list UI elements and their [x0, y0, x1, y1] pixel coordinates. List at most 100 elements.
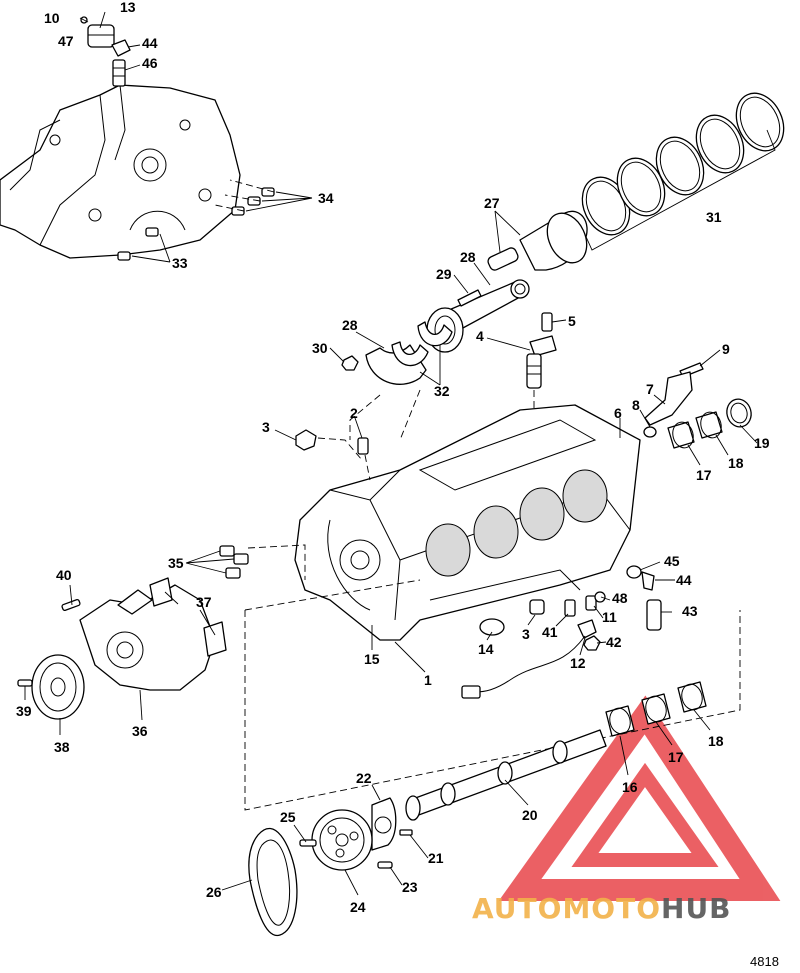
- callout-32: 32: [434, 383, 450, 399]
- callout-13: 13: [120, 0, 136, 15]
- part-29-rod-bolt: [457, 289, 482, 307]
- callout-2: 2: [350, 405, 358, 421]
- watermark-text-part2: HUB: [661, 892, 732, 925]
- part-45-plug: [626, 565, 642, 579]
- callout-10: 10: [44, 10, 60, 26]
- callout-24: 24: [350, 899, 366, 915]
- watermark-text-part1: AUTOMOTO: [472, 892, 661, 925]
- part-37-gaskets: [149, 577, 227, 657]
- part-22-thrust-plate: [371, 797, 397, 851]
- callout-41: 41: [542, 624, 558, 640]
- callout-42: 42: [606, 634, 622, 650]
- callout-43: 43: [682, 603, 698, 619]
- callout-4: 4: [476, 328, 484, 344]
- part-20-camshaft: [405, 729, 607, 821]
- callout-36: 36: [132, 723, 148, 739]
- part-44-elbow-fitting-top: [111, 39, 131, 57]
- callout-35: 35: [168, 555, 184, 571]
- part-19-ring-upper: [726, 398, 752, 428]
- part-25-bolt: [299, 839, 317, 847]
- callout-14: 14: [478, 641, 494, 657]
- callout-48: 48: [612, 590, 628, 606]
- part-44-elbow-fitting: [641, 571, 655, 591]
- part-46-nipple: [112, 59, 126, 87]
- callout-30: 30: [312, 340, 328, 356]
- svg-text:AUTOMOTOHUB: AUTOMOTOHUB: [472, 892, 732, 925]
- part-41-fitting: [564, 599, 576, 617]
- callout-44: 44: [676, 572, 692, 588]
- callout-7: 7: [646, 381, 654, 397]
- part-30-nut: [341, 355, 359, 371]
- part-34-plugs: [231, 187, 275, 216]
- part-33-plugs: [117, 227, 159, 261]
- callout-40: 40: [56, 567, 72, 583]
- part-35-plugs: [219, 545, 249, 579]
- part-26-timing-chain: [248, 827, 298, 936]
- callout-8: 8: [632, 397, 640, 413]
- callout-9: 9: [722, 341, 730, 357]
- part-7-bracket: [644, 371, 693, 426]
- callout-5: 5: [568, 313, 576, 329]
- part-40-bolt: [61, 599, 81, 611]
- part-23-bolt: [377, 861, 393, 869]
- callout-6: 6: [614, 405, 622, 421]
- part-17-bearing-lower: [641, 693, 671, 725]
- callout-16: 16: [622, 779, 638, 795]
- part-12-sensor-wire: [461, 619, 597, 699]
- part-42-nut: [583, 635, 601, 651]
- part-4-sensor: [526, 335, 557, 389]
- callout-44-top: 44: [142, 35, 158, 51]
- callout-1: 1: [424, 672, 432, 688]
- callout-3-upper: 3: [262, 419, 270, 435]
- callout-18-upper: 18: [728, 455, 744, 471]
- part-39-bolt: [17, 679, 33, 687]
- part-3-plug-upper: [295, 429, 317, 451]
- part-13-sensor: [87, 24, 115, 48]
- leader-lines: [24, 11, 758, 896]
- part-32-bearing-inserts: [391, 321, 453, 367]
- callout-28-cap: 28: [342, 317, 358, 333]
- callout-17-upper: 17: [696, 467, 712, 483]
- callout-3-lower: 3: [522, 626, 530, 642]
- callout-23: 23: [402, 879, 418, 895]
- part-8-oring: [643, 426, 657, 438]
- part-38-pulley: [31, 654, 85, 720]
- part-31-piston-rings: [581, 92, 785, 236]
- part-18-bearing-lower: [677, 681, 707, 713]
- part-36-water-pump: [79, 584, 216, 691]
- callout-15: 15: [364, 651, 380, 667]
- callout-28-top: 28: [460, 249, 476, 265]
- callout-12: 12: [570, 655, 586, 671]
- callout-22: 22: [356, 770, 372, 786]
- callout-33: 33: [172, 255, 188, 271]
- callout-38: 38: [54, 739, 70, 755]
- part-3-plug-lower: [529, 599, 545, 615]
- part-27-piston: [487, 210, 588, 271]
- watermark-triangle-outer: [498, 695, 781, 901]
- part-18-bushing-upper: [695, 411, 723, 439]
- part-11-valve: [585, 595, 597, 611]
- part-21-key: [399, 829, 413, 836]
- watermark-triangle-inner: [571, 762, 719, 867]
- watermark-text: AUTOMOTOHUB: [472, 892, 732, 925]
- part-43-sender: [646, 599, 662, 631]
- callout-21: 21: [428, 850, 444, 866]
- callout-labels: 10 13 47 44 46 34 33 27 31 28 29 28 5 4 …: [16, 0, 770, 915]
- callout-11: 11: [602, 609, 617, 625]
- part-24-cam-sprocket: [311, 809, 373, 871]
- figure-number: 4818: [750, 954, 779, 969]
- callout-45: 45: [664, 553, 680, 569]
- inset-block-rear: [0, 84, 241, 259]
- part-2-dowel: [357, 437, 369, 455]
- part-48-plug: [594, 591, 606, 603]
- callout-17-lower: 17: [668, 749, 684, 765]
- callout-34: 34: [318, 190, 334, 206]
- callout-26: 26: [206, 884, 222, 900]
- callout-39: 39: [16, 703, 32, 719]
- part-17-bushing-upper: [667, 421, 695, 449]
- callout-37: 37: [196, 594, 212, 610]
- callout-20: 20: [522, 807, 538, 823]
- callout-25: 25: [280, 809, 296, 825]
- part-5-bolt: [541, 312, 553, 332]
